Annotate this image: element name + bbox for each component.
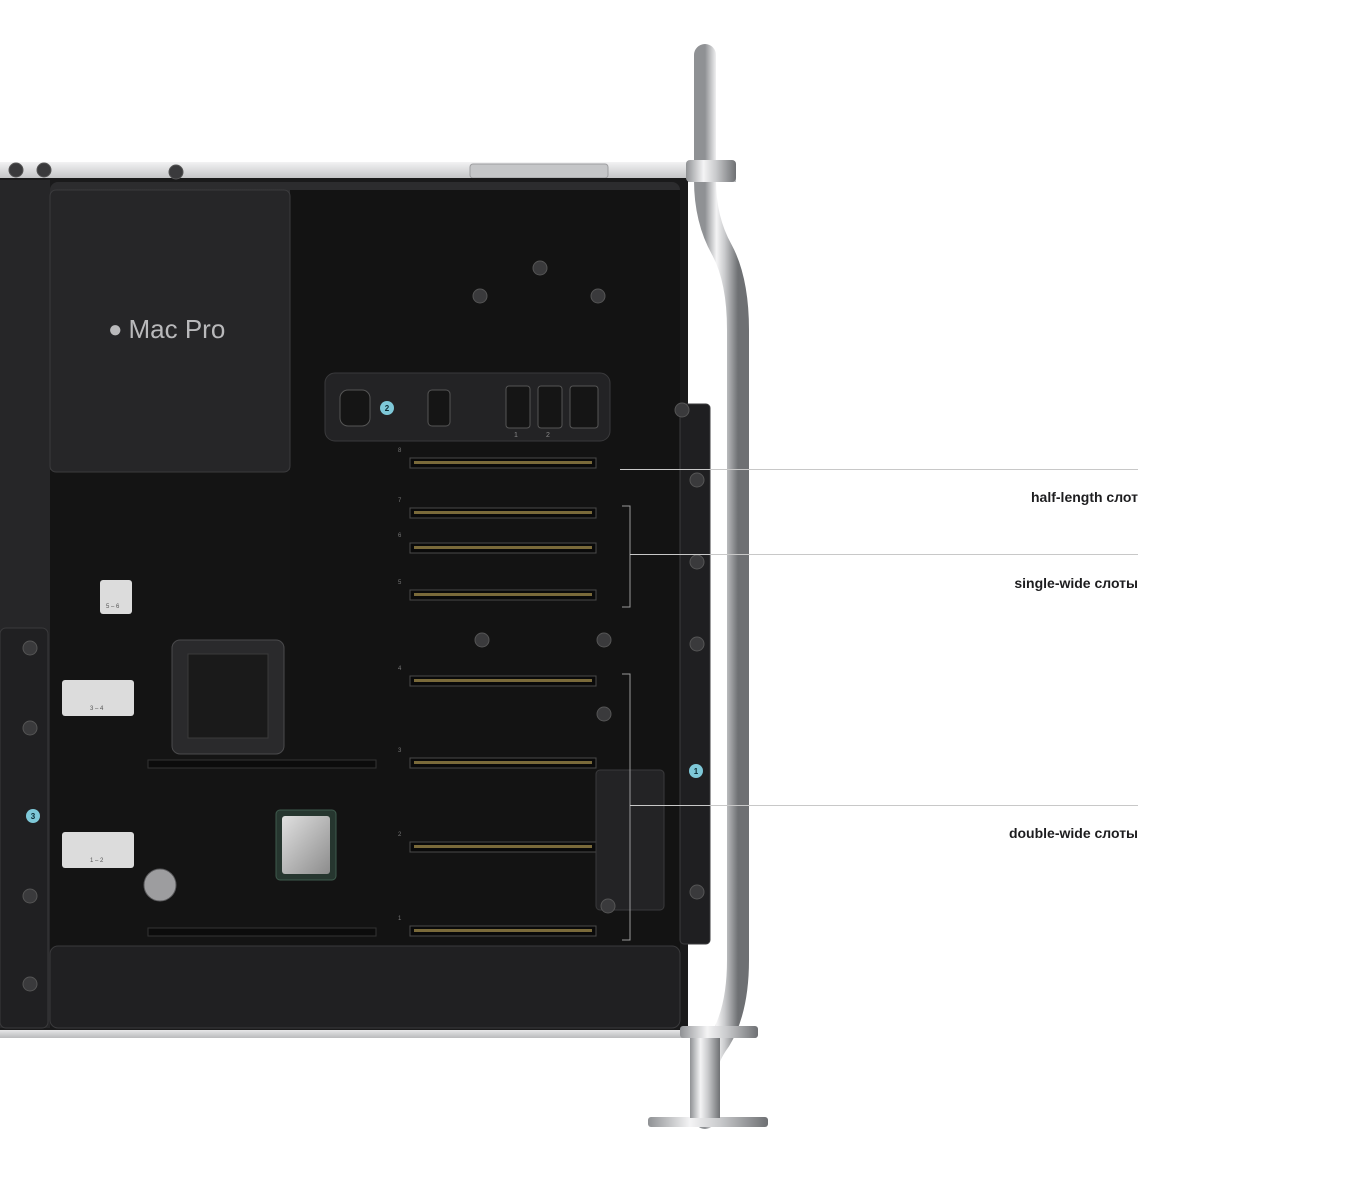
screw	[22, 888, 38, 904]
memory-slot-row-2	[147, 927, 377, 937]
pcie-slot-number: 2	[398, 832, 402, 838]
pcie-slot-contacts	[414, 546, 592, 549]
dimm-slot-block-3-4	[62, 680, 134, 716]
coin-battery	[143, 868, 177, 902]
pcie-slot-number: 6	[398, 533, 402, 539]
callout-single-wide-slots: single-wide слоты	[1014, 575, 1138, 591]
dimm-label-1-2: 1 – 2	[90, 858, 104, 864]
pcie-slot-contacts	[414, 461, 592, 464]
pcie-slot-contacts	[414, 761, 592, 764]
callout-double-wide-slots: double-wide слоты	[1008, 825, 1138, 841]
pcie-slot-number: 3	[398, 748, 402, 754]
screw	[8, 162, 24, 178]
screw	[22, 640, 38, 656]
screw	[36, 162, 52, 178]
dimm-label-5-6: 5 – 6	[106, 604, 120, 610]
screw	[532, 260, 548, 276]
single-wide-bracket	[622, 505, 631, 608]
pcie-slot-number: 5	[398, 580, 402, 586]
screw	[22, 720, 38, 736]
bottom-frame-rail	[0, 1028, 756, 1038]
screw	[472, 288, 488, 304]
pcie-slot-number: 4	[398, 666, 402, 672]
port-label-2: 2	[546, 432, 550, 439]
dimm-slot-block-5-6	[100, 580, 132, 614]
dimm-slot-block-1-2	[62, 832, 134, 868]
pcie-slot-contacts	[414, 845, 592, 848]
expansion-bracket-column	[679, 403, 711, 945]
screw	[689, 884, 705, 900]
screw	[168, 164, 184, 180]
apple-logo-icon: ●	[108, 315, 123, 343]
pcie-slot-contacts	[414, 511, 592, 514]
marker-1: 1	[689, 764, 703, 778]
sata-port-2	[537, 385, 563, 429]
brand-name: Mac Pro	[128, 314, 226, 344]
double-wide-bracket	[622, 673, 631, 941]
pcie-slot-group	[409, 457, 597, 937]
screw	[596, 632, 612, 648]
screw	[689, 472, 705, 488]
callout-half-length-slot: half-length слот	[1031, 489, 1138, 505]
sata-port-1	[505, 385, 531, 429]
screw	[596, 706, 612, 722]
screw	[689, 554, 705, 570]
top-handle-plate	[469, 163, 609, 179]
callout-line-single-wide	[630, 554, 1138, 555]
port-label-1: 1	[514, 432, 518, 439]
marker-3: 3	[26, 809, 40, 823]
screw	[474, 632, 490, 648]
screw	[22, 976, 38, 992]
brand-logo: ● Mac Pro	[108, 314, 225, 345]
pcie-slot-contacts	[414, 679, 592, 682]
screw-group	[8, 162, 705, 992]
pcie-slot-contacts	[414, 929, 592, 932]
pcie-slot-number: 7	[398, 498, 402, 504]
callout-line-double-wide	[630, 805, 1138, 806]
lock-switch	[339, 389, 371, 427]
pcie-slot-number: 1	[398, 916, 402, 922]
screw	[674, 402, 690, 418]
thunderbolt-port	[427, 389, 451, 427]
handle-collar-top	[686, 160, 736, 182]
power-supply	[49, 189, 291, 473]
memory-slot-row-1	[147, 759, 377, 769]
screw	[689, 636, 705, 652]
bottom-housing	[49, 945, 681, 1029]
foot	[648, 1117, 768, 1127]
pcie-slot-number: 8	[398, 448, 402, 454]
handle-collar-bottom	[680, 1026, 758, 1038]
screw	[600, 898, 616, 914]
callout-line-half-length	[620, 469, 1138, 470]
pcie-slot-contacts	[414, 593, 592, 596]
screw	[590, 288, 606, 304]
dimm-label-3-4: 3 – 4	[90, 706, 104, 712]
marker-2: 2	[380, 401, 394, 415]
power-connector	[569, 385, 599, 429]
